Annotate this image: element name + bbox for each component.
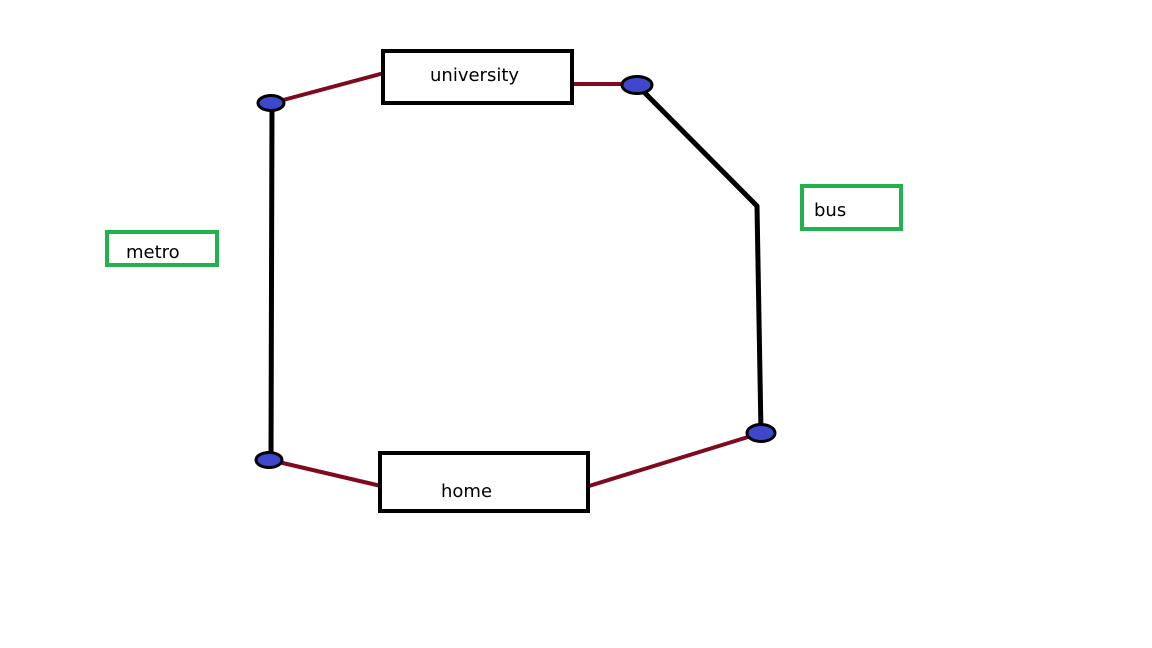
station-metro-top [256,94,286,112]
university-node: university [381,49,574,105]
connector-metro-bottom-to-home [268,458,383,488]
metro-label: metro [126,242,180,263]
home-label: home [441,481,493,502]
metro-route-line [268,100,275,463]
bus-label-box: bus [800,184,903,231]
connector-metro-top-to-university [270,71,386,105]
metro-label-box: metro [105,230,219,267]
station-metro-bottom [254,451,284,469]
university-label: university [430,65,520,86]
home-node: home [378,451,590,513]
connector-home-to-bus-bottom [587,431,763,488]
station-bus-top [620,75,654,95]
bus-route-line [634,82,764,436]
bus-label: bus [814,200,847,221]
station-bus-bottom [745,423,777,443]
